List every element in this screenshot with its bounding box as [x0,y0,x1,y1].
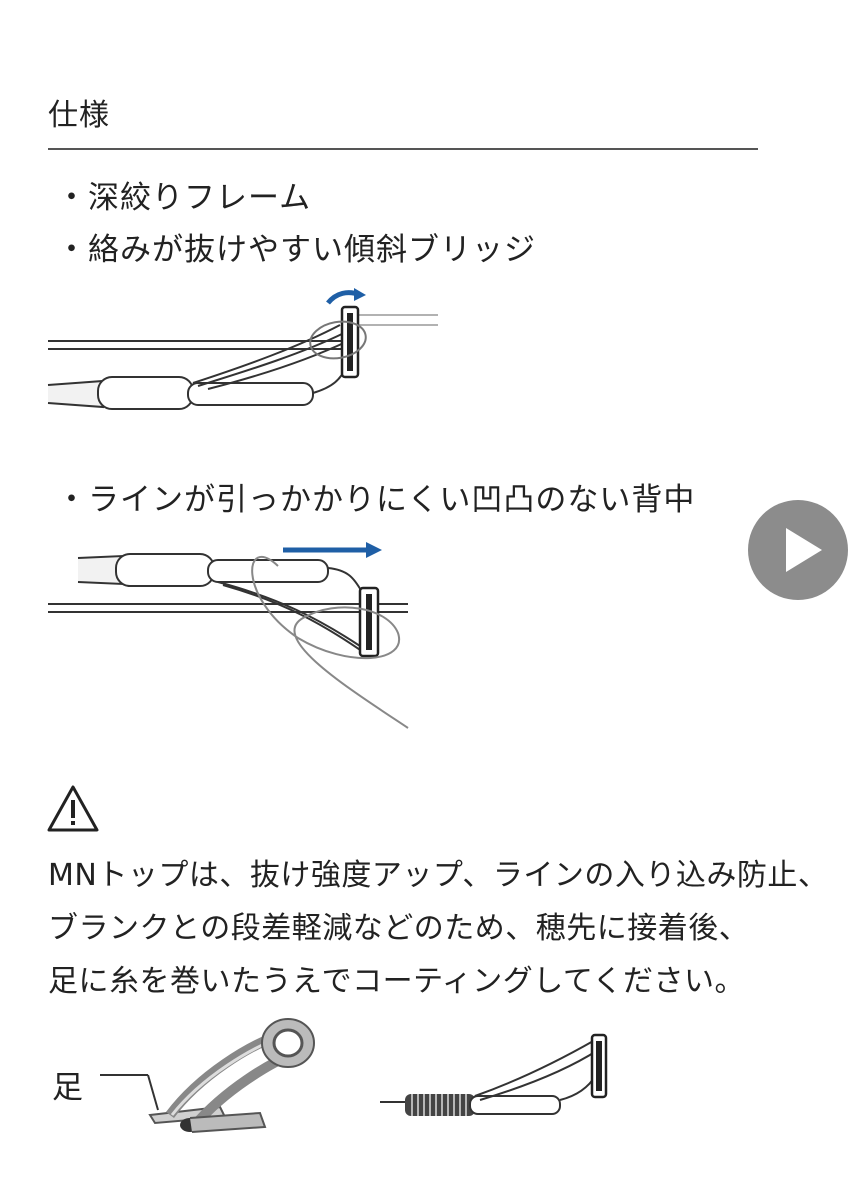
guide-foot-illustration [100,1018,315,1133]
heading-divider [48,148,758,150]
warning-triangle-icon [47,785,99,832]
note-line-1: MNトップは、抜け強度アップ、ラインの入り込み防止、 [48,858,829,893]
note-line-3: 足に糸を巻いたうえでコーティングしてください。 [48,964,745,999]
wrapped-foot-illustration [380,1033,608,1116]
play-button[interactable] [748,500,848,600]
note-line-2: ブランクとの段差軽減などのため、穂先に接着後、 [48,911,750,946]
foot-label: 足 [52,1070,83,1106]
bullet-smooth-back: ・ラインが引っかかりにくい凹凸のない背中 [56,482,696,518]
sloped-bridge-illustration [47,288,438,410]
spec-heading: 仕様 [48,98,110,133]
smooth-back-illustration [48,542,409,729]
bullet-deep-frame: ・深絞りフレーム [56,180,312,216]
bullet-sloped-bridge: ・絡みが抜けやすい傾斜ブリッジ [56,232,536,268]
